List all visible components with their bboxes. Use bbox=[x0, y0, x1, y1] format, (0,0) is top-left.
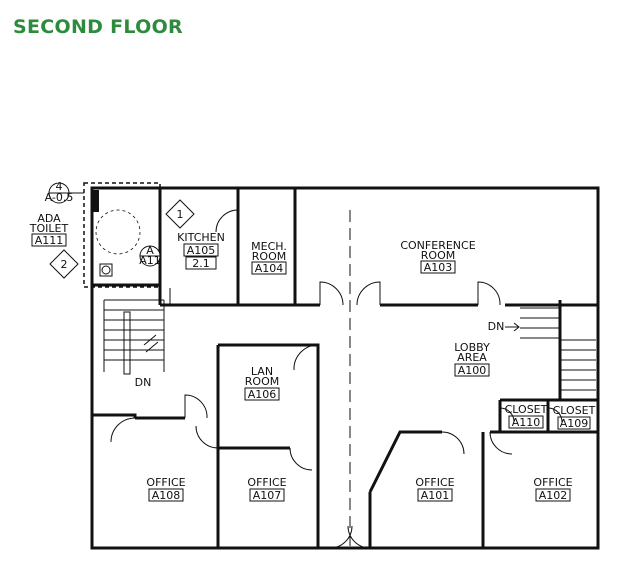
room-name: OFFICE bbox=[146, 476, 185, 489]
room-name: KITCHEN bbox=[177, 231, 225, 244]
room-name: LOBBY bbox=[454, 341, 490, 354]
room-name: ROOM bbox=[252, 250, 286, 263]
section-mark-letter: A bbox=[146, 244, 154, 257]
detail-callout-sheet: A-0.5 bbox=[45, 191, 74, 204]
room-name: ADA bbox=[37, 212, 61, 225]
room-name: TOILET bbox=[29, 222, 69, 235]
room-name: LAN bbox=[251, 365, 273, 378]
room-office-a108: OFFICE A108 bbox=[146, 476, 185, 502]
room-tag: 2.1 bbox=[192, 257, 210, 270]
room-number: A107 bbox=[253, 489, 282, 502]
room-lobby: LOBBY AREA A100 bbox=[454, 341, 490, 377]
elevation-tag-1-label: 1 bbox=[177, 208, 184, 221]
exterior-walls bbox=[90, 186, 600, 550]
room-ada-toilet: ADA TOILET A111 bbox=[29, 212, 69, 247]
section-mark: A A11 bbox=[139, 244, 161, 267]
room-number: A109 bbox=[560, 417, 589, 430]
room-number: A108 bbox=[152, 489, 181, 502]
room-number: A101 bbox=[421, 489, 450, 502]
room-number: A110 bbox=[512, 416, 541, 429]
elevation-tag-2-label: 2 bbox=[61, 258, 68, 271]
room-name: MECH. bbox=[251, 240, 287, 253]
room-name: OFFICE bbox=[247, 476, 286, 489]
room-number: A111 bbox=[35, 234, 64, 247]
room-closet-a109: CLOSET A109 bbox=[553, 404, 596, 430]
room-number: A104 bbox=[255, 262, 284, 275]
room-name: OFFICE bbox=[415, 476, 454, 489]
room-closet-a110: CLOSET A110 bbox=[505, 403, 548, 429]
room-name: CLOSET bbox=[505, 403, 548, 416]
stair-right-down-label: DN bbox=[488, 320, 505, 333]
corridor-centerline bbox=[169, 210, 351, 550]
room-number: A105 bbox=[187, 244, 216, 257]
room-number: A100 bbox=[458, 364, 487, 377]
room-mech: MECH. ROOM A104 bbox=[251, 240, 287, 275]
elevation-tag-2: 2 bbox=[49, 249, 79, 279]
right-stair bbox=[505, 307, 596, 391]
room-office-a101: OFFICE A101 bbox=[415, 476, 454, 502]
ada-toilet-enclosure bbox=[83, 182, 161, 288]
door-swings bbox=[110, 209, 563, 549]
room-name: ROOM bbox=[421, 249, 455, 262]
detail-callout: 4 A-0.5 bbox=[45, 180, 84, 204]
room-number: A102 bbox=[539, 489, 568, 502]
room-kitchen: KITCHEN A105 2.1 bbox=[177, 231, 225, 270]
room-name: OFFICE bbox=[533, 476, 572, 489]
room-number: A106 bbox=[248, 388, 277, 401]
detail-callout-number: 4 bbox=[56, 180, 63, 193]
room-name: AREA bbox=[457, 351, 487, 364]
room-name: CONFERENCE bbox=[400, 239, 475, 252]
room-conference: CONFERENCE ROOM A103 bbox=[400, 239, 475, 274]
room-office-a102: OFFICE A102 bbox=[533, 476, 572, 502]
room-name: ROOM bbox=[245, 375, 279, 388]
room-lan: LAN ROOM A106 bbox=[244, 365, 280, 401]
stair-left-down-label: DN bbox=[135, 376, 152, 389]
room-office-a107: OFFICE A107 bbox=[247, 476, 286, 502]
section-mark-sheet: A11 bbox=[139, 254, 161, 267]
room-number: A103 bbox=[424, 261, 453, 274]
elevation-tag-1: 1 bbox=[165, 199, 195, 229]
floor-title: SECOND FLOOR bbox=[13, 16, 183, 38]
room-name: CLOSET bbox=[553, 404, 596, 417]
left-stair bbox=[103, 299, 165, 375]
